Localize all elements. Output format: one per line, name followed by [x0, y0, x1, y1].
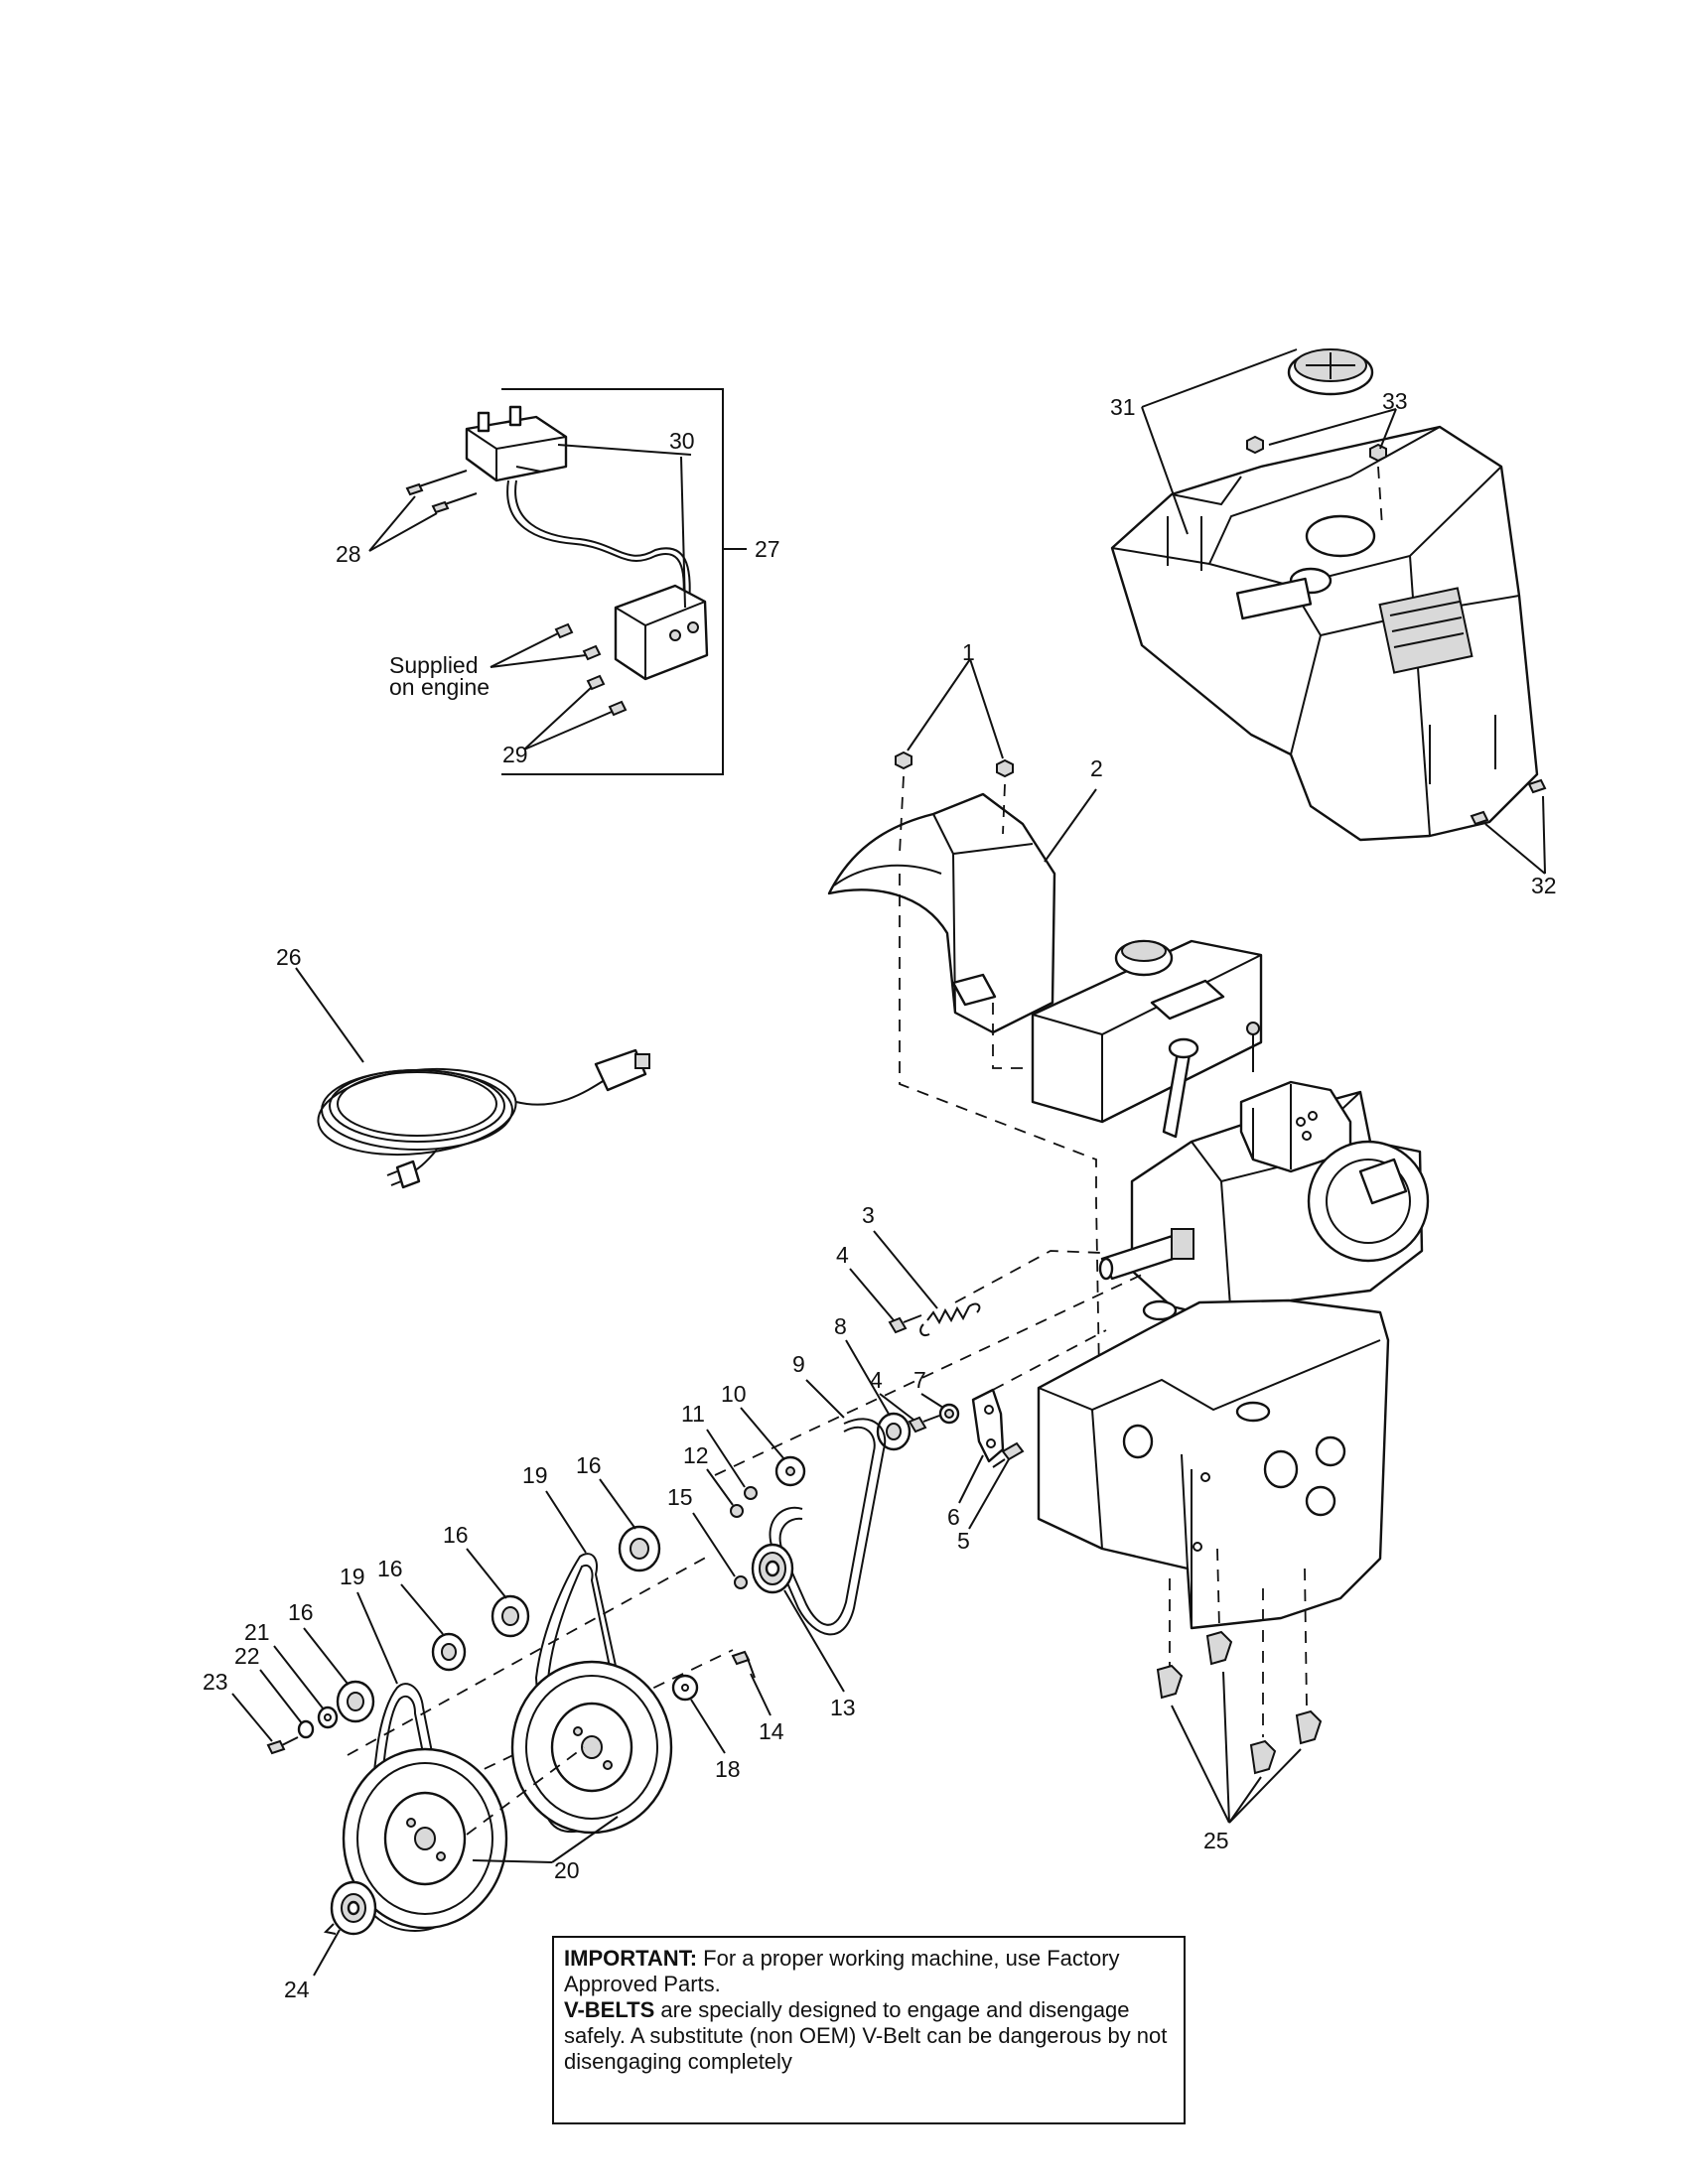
- callout-25: 25: [1203, 1828, 1229, 1853]
- callout-3: 3: [862, 1202, 875, 1228]
- bolt-14: [731, 1650, 756, 1679]
- callout-22: 22: [234, 1643, 260, 1669]
- callout-5: 5: [957, 1528, 970, 1554]
- callout-1: 1: [962, 639, 975, 665]
- frame: [1037, 1298, 1390, 1630]
- bearing-washer-16: [336, 1525, 661, 1723]
- engine: [1031, 939, 1430, 1322]
- idler-bracket-6: [971, 1388, 1005, 1463]
- hex-nut-33: [1246, 435, 1387, 527]
- washer-15: [734, 1575, 748, 1589]
- belt-cover: [827, 792, 1056, 1034]
- callout-2: 2: [1090, 755, 1103, 781]
- callout-4a: 4: [836, 1242, 849, 1268]
- callout-19a: 19: [522, 1462, 548, 1488]
- callout-29: 29: [502, 742, 528, 767]
- screw-28: [405, 470, 478, 514]
- supplied-note-line2: on engine: [389, 674, 490, 700]
- lock-washer-22: [297, 1719, 315, 1739]
- callout-10: 10: [721, 1381, 747, 1407]
- pulley-24: [330, 1880, 377, 1936]
- callout-20: 20: [554, 1857, 580, 1883]
- spring-3: [919, 1302, 981, 1336]
- vbelts-text: are specially designed to engage and dis…: [564, 1997, 1168, 2074]
- callout-13: 13: [830, 1695, 856, 1720]
- shoulder-bolt-5: [992, 1441, 1025, 1468]
- important-text: For a proper working machine, use Factor…: [564, 1946, 1120, 1996]
- callout-8: 8: [834, 1313, 847, 1339]
- callout-16c: 16: [377, 1556, 403, 1581]
- callout-28: 28: [336, 541, 361, 567]
- callout-31: 31: [1110, 394, 1136, 420]
- screw-29: [554, 622, 628, 717]
- hex-nut-11: [744, 1486, 758, 1500]
- callout-9: 9: [792, 1351, 805, 1377]
- callout-7: 7: [913, 1367, 926, 1393]
- bushing-7: [938, 1403, 960, 1425]
- callout-4b: 4: [870, 1367, 883, 1393]
- callout-32: 32: [1531, 873, 1557, 898]
- hex-bolt-25: [1156, 1548, 1323, 1775]
- starter-switch-box: [465, 405, 568, 482]
- callout-19b: 19: [340, 1564, 365, 1589]
- callout-6: 6: [947, 1504, 960, 1530]
- vbelts-label: V-BELTS: [564, 1997, 655, 2022]
- callout-14: 14: [759, 1718, 784, 1744]
- callout-16a: 16: [576, 1452, 602, 1478]
- callout-16d: 16: [288, 1599, 314, 1625]
- callout-21: 21: [244, 1619, 270, 1645]
- callout-27: 27: [755, 536, 780, 562]
- callout-15: 15: [667, 1484, 693, 1510]
- washer-12: [730, 1504, 744, 1518]
- fuel-cap: [1287, 348, 1374, 396]
- bolt-23: [266, 1736, 299, 1755]
- important-notice-box: IMPORTANT: For a proper working machine,…: [552, 1936, 1186, 2124]
- auger-pulley-20: [342, 1660, 673, 1930]
- callout-labels: 1 2 3 4 4 5 6 7 8 9 10 11 12 13 14 15 16…: [203, 388, 1557, 2002]
- bolt-4: [888, 1314, 940, 1433]
- screw-32: [1470, 778, 1547, 826]
- callout-33: 33: [1382, 388, 1408, 414]
- washer-21: [317, 1706, 339, 1729]
- vbelts-paragraph: V-BELTS are specially designed to engage…: [564, 1997, 1174, 2075]
- starter-motor: [614, 584, 709, 681]
- v-belt-9: [769, 1418, 887, 1636]
- callout-26: 26: [276, 944, 302, 970]
- callout-24: 24: [284, 1977, 310, 2002]
- callout-11: 11: [681, 1401, 705, 1427]
- extension-cord: [317, 1048, 650, 1189]
- starter-group-bracket: [501, 388, 747, 775]
- callout-30: 30: [669, 428, 695, 454]
- important-label: IMPORTANT:: [564, 1946, 698, 1971]
- callout-12: 12: [683, 1442, 709, 1468]
- supplied-note-line1: Supplied: [389, 652, 479, 678]
- hex-nut-1: [895, 751, 1014, 855]
- callout-23: 23: [203, 1669, 228, 1695]
- engine-pulley-13: [751, 1543, 794, 1594]
- washer-10: [774, 1455, 806, 1487]
- callout-18: 18: [715, 1756, 741, 1782]
- engine-shroud: [1110, 425, 1539, 842]
- washer-18: [671, 1674, 699, 1702]
- callout-16b: 16: [443, 1522, 469, 1548]
- important-paragraph: IMPORTANT: For a proper working machine,…: [564, 1946, 1174, 1997]
- starter-cable: [506, 479, 685, 607]
